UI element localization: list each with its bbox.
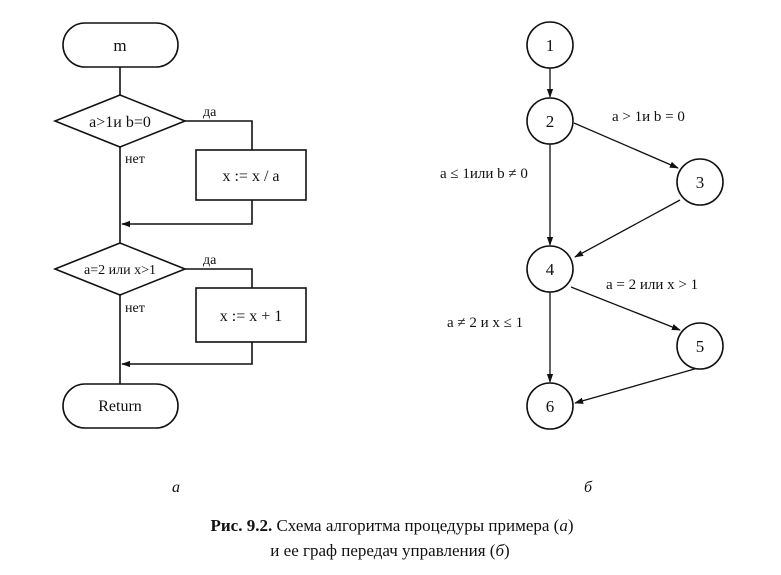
edge-label-4-5: a = 2 или x > 1 <box>606 277 698 293</box>
graph-node-3-label: 3 <box>696 173 705 192</box>
edge-4-5 <box>570 286 681 331</box>
decision-1-no-label: нет <box>125 152 145 167</box>
caption-line-1: Рис. 9.2. Схема алгоритма процедуры прим… <box>210 516 573 535</box>
edge-label-2-4: a ≤ 1или b ≠ 0 <box>440 166 528 182</box>
process-1 <box>195 149 307 201</box>
start-label: m <box>113 36 126 55</box>
graph-node-2 <box>526 97 574 145</box>
edge-label-2-3: a > 1и b = 0 <box>612 109 685 125</box>
graph-node-1-label: 1 <box>546 36 555 55</box>
caption-line-2-end: ) <box>504 541 510 560</box>
decision-2-yes-label: да <box>203 253 217 268</box>
caption-line-1-text: Схема алгоритма процедуры примера ( <box>272 516 559 535</box>
figure-caption: Рис. 9.2. Схема алгоритма процедуры прим… <box>210 516 573 560</box>
graph-node-1 <box>526 21 574 69</box>
end-label: Return <box>98 398 142 415</box>
graph-node-3 <box>676 158 724 206</box>
decision-1-text: a>1и b=0 <box>89 114 151 131</box>
merge-1 <box>121 200 253 228</box>
decision-1-yes-label: да <box>203 105 217 120</box>
edge-5-6 <box>574 367 699 404</box>
graph-node-4 <box>526 245 574 293</box>
control-graph: 1 2 3 4 5 6 a > 1и b = 0 a ≤ 1или b ≠ 0 … <box>440 21 724 496</box>
graph-sublabel: б <box>584 479 593 496</box>
decision-2-no-label: нет <box>125 301 145 316</box>
caption-line-2: и ее граф передач управления (б) <box>270 541 509 560</box>
edge-label-4-6: a ≠ 2 и x ≤ 1 <box>447 315 523 331</box>
graph-node-6-label: 6 <box>546 397 555 416</box>
flowchart: m a>1и b=0 да нет x := x / a a=2 или x>1… <box>52 22 307 496</box>
graph-node-5-label: 5 <box>696 337 705 356</box>
caption-line-1-italic: а <box>559 516 568 535</box>
process-1-text: x := x / a <box>222 168 279 185</box>
caption-line-1-end: ) <box>568 516 574 535</box>
process-2-text: x := x + 1 <box>220 308 283 325</box>
caption-line-2-italic: б <box>495 541 504 560</box>
graph-node-4-label: 4 <box>546 260 555 279</box>
merge-2 <box>121 342 253 368</box>
process-2 <box>195 287 307 343</box>
end-terminator <box>62 383 179 429</box>
yes-branch-1 <box>185 120 253 150</box>
caption-line-2-text: и ее граф передач управления ( <box>270 541 495 560</box>
yes-branch-2 <box>185 268 253 288</box>
graph-node-2-label: 2 <box>546 112 555 131</box>
edge-3-4 <box>574 199 681 258</box>
caption-figure-number: Рис. 9.2. <box>210 516 272 535</box>
flowchart-sublabel: а <box>172 479 180 496</box>
decision-2-text: a=2 или x>1 <box>84 263 156 278</box>
graph-node-5 <box>676 322 724 370</box>
graph-node-6 <box>526 382 574 430</box>
edge-2-3 <box>573 122 679 169</box>
